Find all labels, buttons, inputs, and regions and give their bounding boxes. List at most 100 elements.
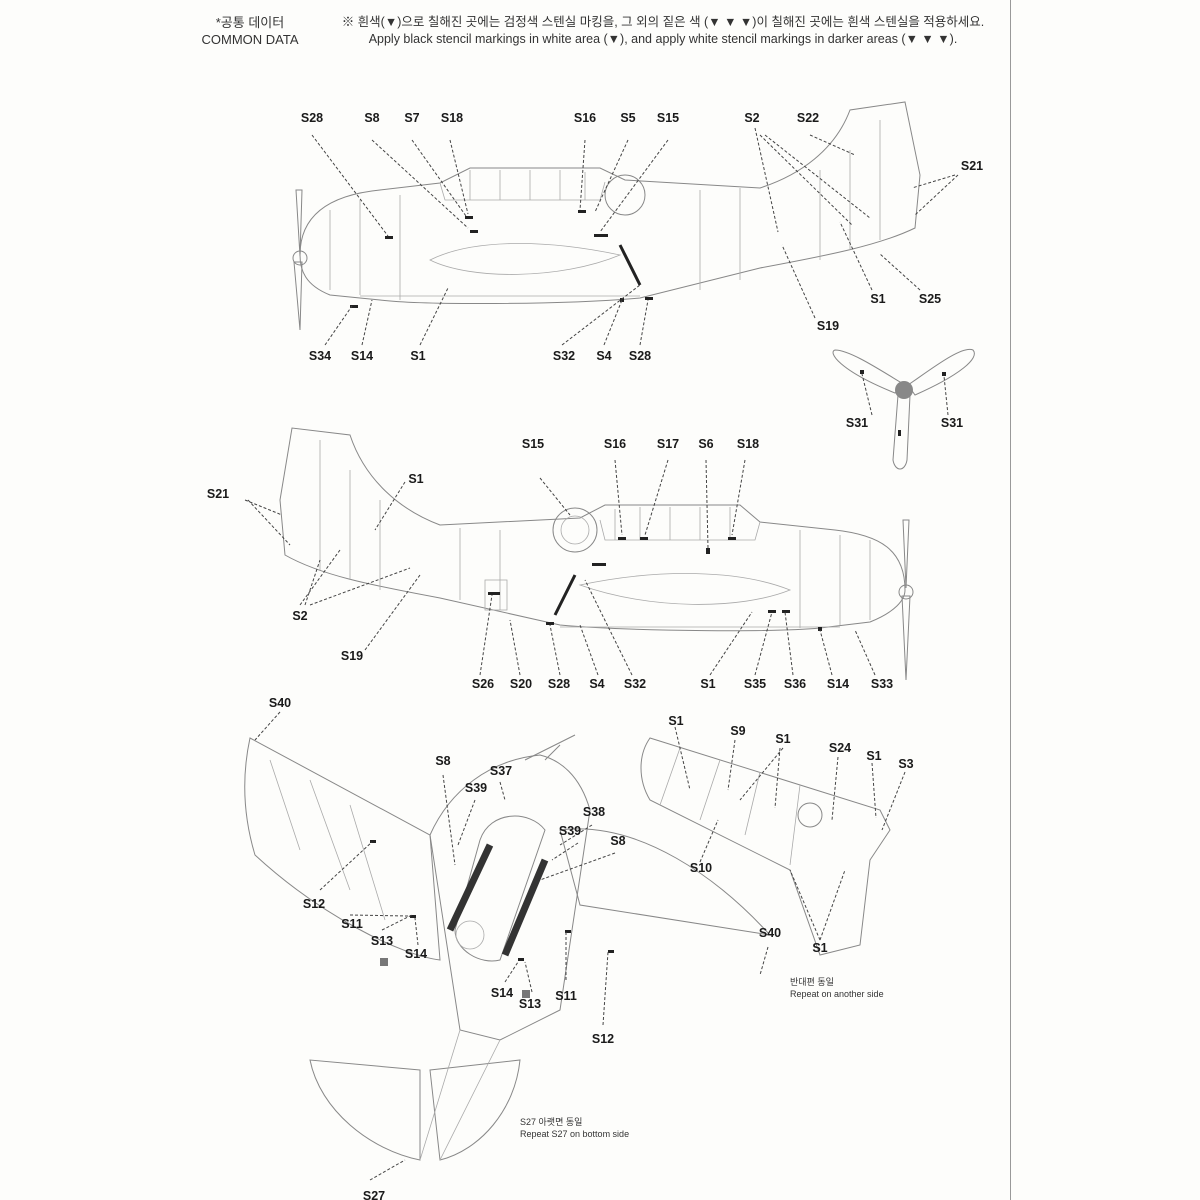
callout-s1: S1 — [866, 749, 881, 763]
callout-s13: S13 — [519, 997, 541, 1011]
wheel-well — [797, 802, 823, 828]
callout-s22: S22 — [797, 111, 819, 125]
callout-s21: S21 — [961, 159, 983, 173]
canopy-right — [599, 519, 761, 541]
header-title: *공통 데이터 COMMON DATA — [180, 14, 320, 48]
wing-detail-panels — [659, 747, 801, 866]
wing-root-right — [578, 573, 792, 605]
callout-s1: S1 — [410, 349, 425, 363]
leader-lines-top — [254, 711, 769, 1181]
callout-s14: S14 — [491, 986, 513, 1000]
mark — [618, 244, 642, 286]
mark — [546, 622, 554, 625]
mark — [488, 592, 500, 595]
mark — [350, 305, 358, 308]
canopy-frames-left — [469, 170, 586, 200]
callout-s26: S26 — [472, 677, 494, 691]
callout-s16: S16 — [574, 111, 596, 125]
callout-s31: S31 — [846, 416, 868, 430]
title-korean: *공통 데이터 — [215, 15, 285, 30]
spinner-left — [292, 250, 308, 266]
callout-s20: S20 — [510, 677, 532, 691]
canopy-left — [439, 181, 606, 201]
callout-s34: S34 — [309, 349, 331, 363]
callout-s18: S18 — [737, 437, 759, 451]
callout-s15: S15 — [522, 437, 544, 451]
spinner-right — [898, 584, 914, 600]
prop-blade-2 — [907, 348, 975, 396]
note-repeat-bottom-kr: S27 아랫면 동일 — [520, 1117, 582, 1127]
callout-s25: S25 — [919, 292, 941, 306]
callout-s14: S14 — [827, 677, 849, 691]
callout-s18: S18 — [441, 111, 463, 125]
turret-inner — [560, 515, 590, 545]
callout-s36: S36 — [784, 677, 806, 691]
callout-s28: S28 — [301, 111, 323, 125]
panel-lines-left — [329, 120, 881, 300]
wings-top-outline — [244, 737, 772, 961]
callout-s1: S1 — [812, 941, 827, 955]
callout-s35: S35 — [744, 677, 766, 691]
callout-s40: S40 — [759, 926, 781, 940]
prop-top — [524, 734, 576, 761]
mark — [620, 298, 624, 302]
fuselage-outline-left — [299, 101, 921, 305]
wing-root-left — [429, 243, 622, 275]
callout-s17: S17 — [657, 437, 679, 451]
note-repeat-other-en: Repeat on another side — [790, 989, 884, 999]
callout-s28: S28 — [629, 349, 651, 363]
hatch-right — [484, 579, 508, 611]
callout-s39: S39 — [465, 781, 487, 795]
callout-s12: S12 — [303, 897, 325, 911]
callout-s8: S8 — [610, 834, 625, 848]
instruction-korean: ※ 흰색(▼)으로 칠해진 곳에는 검정색 스텐실 마킹을, 그 외의 짙은 색… — [341, 15, 985, 29]
mark — [410, 915, 416, 918]
tail-fuselage — [419, 1029, 501, 1161]
callout-s33: S33 — [871, 677, 893, 691]
mark — [706, 548, 710, 554]
mark — [898, 430, 901, 436]
mark — [645, 297, 653, 300]
turret-top — [455, 920, 485, 950]
propeller-blade-left — [293, 189, 303, 331]
callout-s8: S8 — [364, 111, 379, 125]
callout-s37: S37 — [490, 764, 512, 778]
callout-s32: S32 — [553, 349, 575, 363]
callout-s11: S11 — [341, 917, 363, 931]
callout-s12: S12 — [592, 1032, 614, 1046]
leader-lines-wing — [674, 726, 906, 941]
wing-fold-lines — [269, 759, 386, 921]
callout-s40: S40 — [269, 696, 291, 710]
turret-left — [604, 174, 646, 216]
callout-s16: S16 — [604, 437, 626, 451]
canopy-frames-right — [614, 507, 731, 540]
walkway-strip-left — [446, 843, 494, 932]
tailplane-top — [309, 1059, 521, 1161]
top-labels: S40S8S37S39S38S39S8S12S11S13S14S14S13S11… — [269, 696, 781, 1200]
callout-s1: S1 — [700, 677, 715, 691]
mark — [818, 627, 822, 631]
callout-s15: S15 — [657, 111, 679, 125]
callout-s7: S7 — [404, 111, 419, 125]
callout-s21: S21 — [207, 487, 229, 501]
mark — [385, 236, 393, 239]
prop-hub — [895, 381, 913, 399]
header-instructions: ※ 흰색(▼)으로 칠해진 곳에는 검정색 스텐실 마킹을, 그 외의 짙은 색… — [318, 14, 1008, 48]
mark — [768, 610, 776, 613]
title-english: COMMON DATA — [201, 32, 299, 47]
top-view: S40S8S37S39S38S39S8S12S11S13S14S14S13S11… — [244, 696, 781, 1200]
mark — [370, 840, 376, 843]
callout-s4: S4 — [589, 677, 604, 691]
callout-s4: S4 — [596, 349, 611, 363]
mark — [470, 230, 478, 233]
callout-s13: S13 — [371, 934, 393, 948]
mark — [640, 537, 648, 540]
